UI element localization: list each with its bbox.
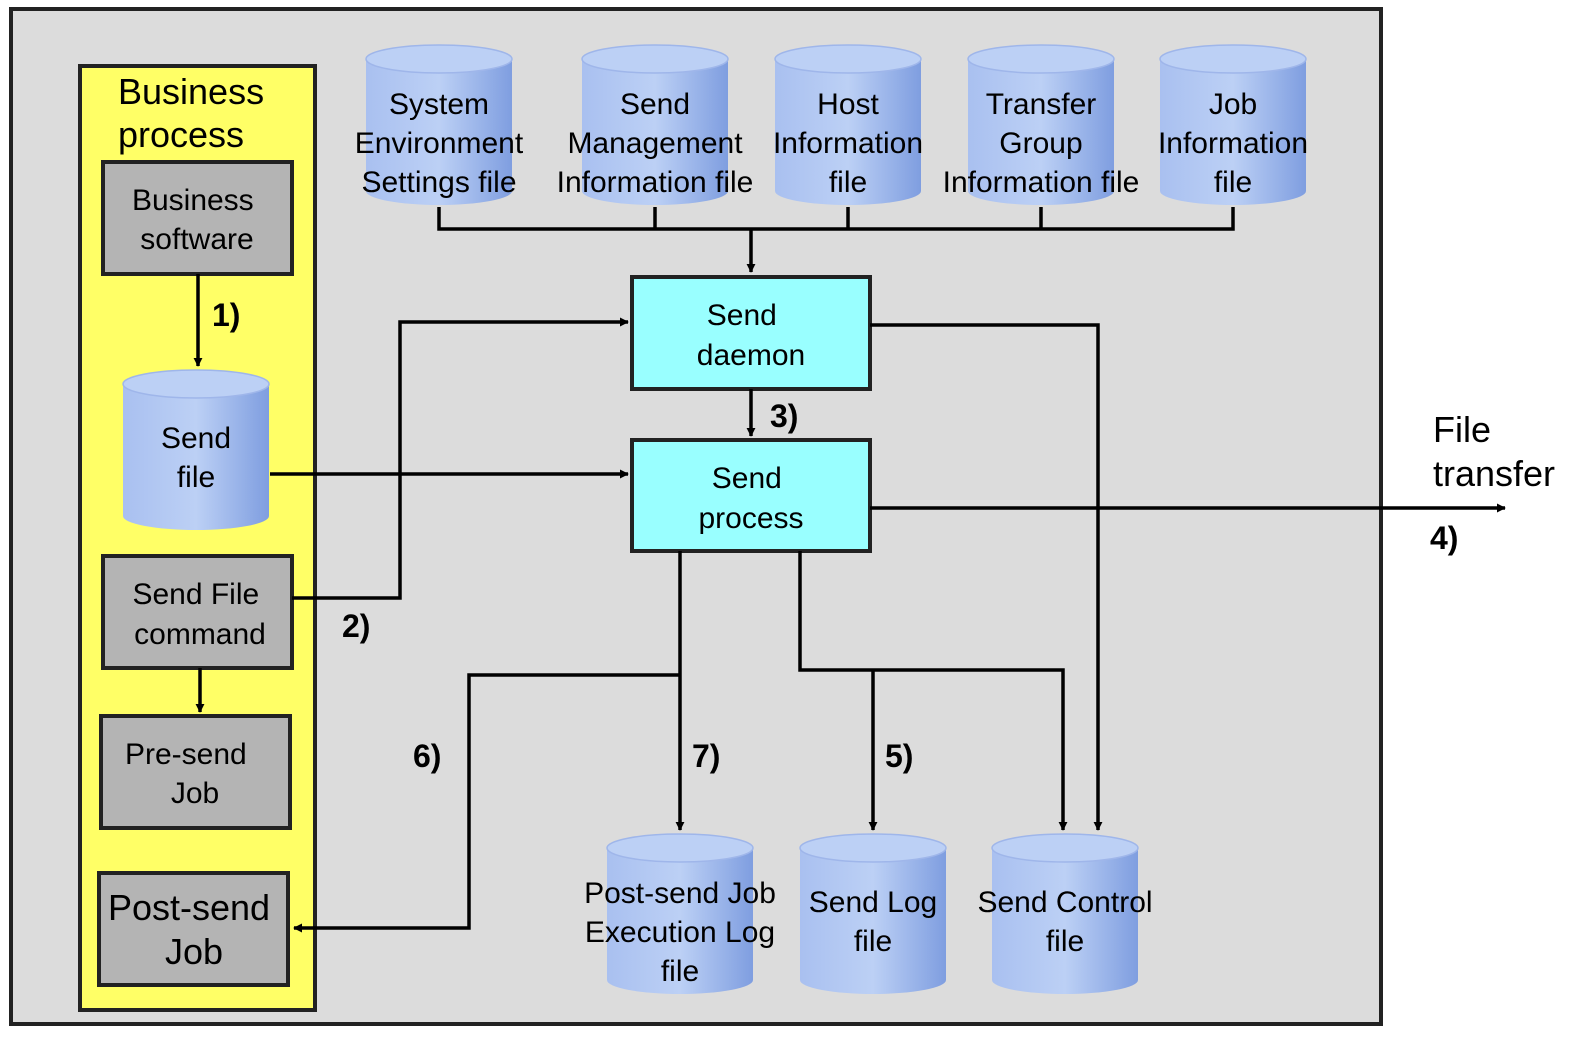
arrow-step2 [292, 317, 629, 600]
send-daemon-box: Send daemon [630, 275, 872, 391]
business-software-box: Business software [101, 160, 294, 276]
step-7-label: 7) [692, 738, 720, 774]
step-3-label: 3) [770, 398, 798, 434]
connectors [193, 207, 1506, 933]
config-bus-line [437, 207, 1235, 231]
step-2-label: 2) [342, 608, 370, 644]
step-1-label: 1) [212, 297, 240, 333]
arrow-step6 [293, 673, 680, 933]
svg-text:Send process: Send process [698, 462, 803, 535]
step-5-label: 5) [885, 738, 913, 774]
file-transfer-label: File transfer [1433, 409, 1555, 494]
send-process-box: Send process [630, 438, 872, 553]
business-process-title: Business process [118, 71, 274, 155]
svg-text:Pre-send Job: Pre-send Job [125, 738, 255, 810]
post-send-job-box: Post-send Job [97, 871, 290, 987]
step-6-label: 6) [413, 738, 441, 774]
svg-text:Send daemon: Send daemon [697, 299, 805, 372]
step-4-label: 4) [1430, 520, 1458, 556]
send-file-command-box: Send File command [101, 554, 294, 670]
pre-send-job-box: Pre-send Job [99, 714, 292, 830]
arrow-process-to-control [798, 551, 1068, 831]
svg-text:Post-send Job: Post-send Job [108, 887, 280, 972]
svg-text:Business software: Business software [132, 184, 262, 256]
arrow-daemon-to-control [870, 323, 1103, 831]
svg-text:Send File command: Send File command [132, 578, 267, 651]
